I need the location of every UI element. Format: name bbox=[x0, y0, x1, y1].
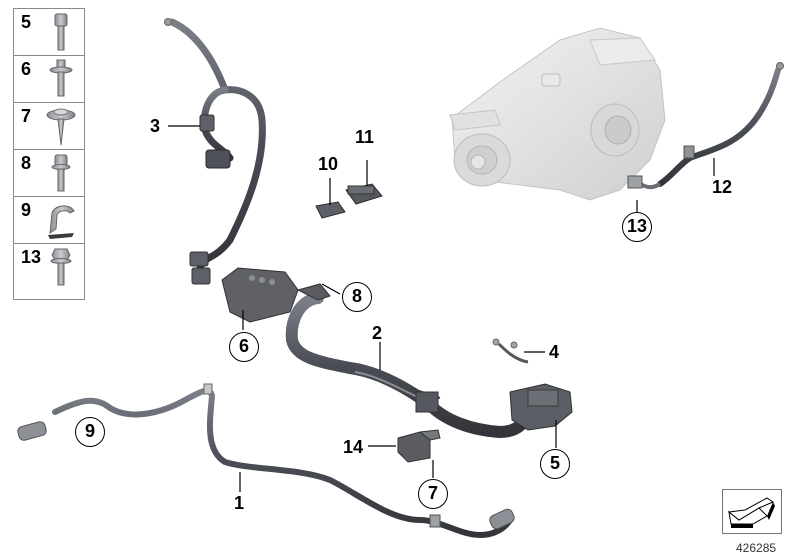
callout-12[interactable]: 12 bbox=[712, 177, 733, 197]
leader-lines bbox=[168, 125, 715, 492]
callout-3[interactable]: 3 bbox=[150, 116, 161, 136]
callout-6[interactable]: 6 bbox=[229, 332, 259, 362]
fastener-legend: 5 6 7 8 bbox=[13, 8, 85, 300]
legend-item-13[interactable]: 13 bbox=[14, 244, 84, 291]
legend-item-7[interactable]: 7 bbox=[14, 103, 84, 150]
orientation-arrow-icon bbox=[727, 497, 775, 528]
legend-number: 6 bbox=[21, 59, 32, 79]
legend-number: 8 bbox=[21, 153, 32, 173]
legend-item-6[interactable]: 6 bbox=[14, 56, 84, 103]
battery-cable-3 bbox=[164, 18, 266, 285]
connectors-10-11 bbox=[315, 183, 383, 219]
lower-cable-1 bbox=[17, 383, 515, 539]
cylinder-screw-icon bbox=[54, 13, 68, 51]
callout-11[interactable]: 11 bbox=[355, 127, 375, 147]
callout-1[interactable]: 1 bbox=[234, 493, 245, 513]
callout-14[interactable]: 14 bbox=[343, 437, 364, 457]
legend-number: 5 bbox=[21, 12, 32, 32]
hex-flange-bolt-icon bbox=[50, 248, 72, 286]
callout-7[interactable]: 7 bbox=[418, 479, 448, 509]
callout-5[interactable]: 5 bbox=[540, 449, 570, 479]
legend-number: 13 bbox=[21, 247, 42, 267]
self-tapping-screw-icon bbox=[46, 108, 76, 146]
legend-number: 9 bbox=[21, 200, 32, 220]
callout-4[interactable]: 4 bbox=[549, 342, 560, 362]
cable-clip-icon bbox=[48, 205, 75, 239]
legend-item-8[interactable]: 8 bbox=[14, 150, 84, 197]
main-harness-2 bbox=[285, 283, 573, 439]
ground-cable-12 bbox=[627, 62, 784, 190]
differential-housing bbox=[449, 27, 666, 201]
callout-8[interactable]: 8 bbox=[342, 282, 372, 312]
callout-9[interactable]: 9 bbox=[75, 417, 105, 447]
junction-box-6 bbox=[221, 267, 299, 323]
torx-flange-bolt-icon bbox=[49, 59, 73, 97]
diagram-reference-number: 426285 bbox=[736, 541, 777, 555]
callout-2[interactable]: 2 bbox=[372, 323, 383, 343]
legend-item-9[interactable]: 9 bbox=[14, 197, 84, 244]
cable-holder-14 bbox=[397, 429, 441, 463]
legend-item-5[interactable]: 5 bbox=[14, 9, 84, 56]
legend-number: 7 bbox=[21, 106, 32, 126]
orientation-frame bbox=[722, 489, 782, 534]
ground-strap-4 bbox=[492, 338, 529, 364]
callout-10[interactable]: 10 bbox=[318, 154, 339, 174]
callout-13[interactable]: 13 bbox=[622, 212, 652, 242]
cylinder-washer-screw-icon bbox=[51, 154, 71, 192]
